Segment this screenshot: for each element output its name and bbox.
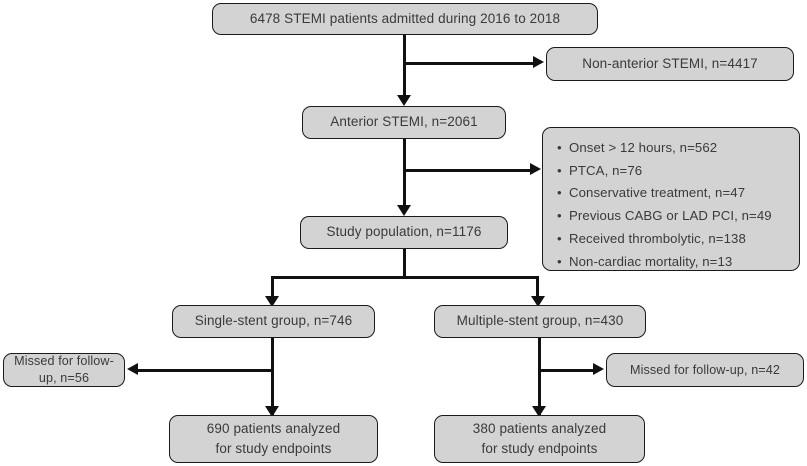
connector-split-left (271, 276, 274, 300)
exclusion-item: PTCA, n=76 (557, 160, 787, 183)
connector-to-non-anterior (403, 62, 535, 65)
node-multiple-stent-group: Multiple-stent group, n=430 (434, 305, 646, 338)
arrowhead-analyzed-left (265, 406, 280, 417)
node-missed-followup-left-label: Missed for follow-up, n=56 (14, 354, 114, 385)
connector-missed-right (540, 369, 595, 372)
node-missed-followup-left: Missed for follow-up, n=56 (3, 353, 125, 387)
node-missed-followup-right: Missed for follow-up, n=42 (606, 353, 804, 387)
arrowhead-single-stent (265, 296, 280, 307)
arrowhead-multiple-stent (530, 296, 545, 307)
node-analyzed-left-line1: 690 patients analyzed (206, 421, 341, 437)
node-anterior-stemi-label: Anterior STEMI, n=2061 (330, 114, 478, 130)
arrowhead-anterior (397, 95, 412, 106)
connector-split-right (536, 276, 539, 300)
arrowhead-study-population (397, 205, 412, 216)
node-study-population: Study population, n=1176 (300, 216, 508, 249)
exclusion-item: Previous CABG or LAD PCI, n=49 (557, 205, 787, 228)
node-anterior-stemi: Anterior STEMI, n=2061 (302, 106, 506, 139)
connector-missed-left (136, 369, 273, 372)
node-study-population-label: Study population, n=1176 (326, 224, 482, 240)
node-multiple-stent-group-label: Multiple-stent group, n=430 (456, 313, 624, 329)
node-exclusion-list: Onset > 12 hours, n=562 PTCA, n=76 Conse… (542, 127, 800, 274)
exclusion-item: Received thrombolytic, n=138 (557, 228, 787, 251)
node-analyzed-right-line1: 380 patients analyzed (472, 421, 607, 437)
arrowhead-non-anterior (533, 56, 544, 69)
node-analyzed-right-line2: for study endpoints (481, 441, 598, 456)
exclusion-item: Conservative treatment, n=47 (557, 182, 787, 205)
node-missed-followup-right-label: Missed for follow-up, n=42 (630, 362, 780, 377)
node-analyzed-left-line2: for study endpoints (215, 441, 332, 456)
arrowhead-analyzed-right (532, 406, 547, 417)
node-cohort-label: 6478 STEMI patients admitted during 2016… (249, 10, 561, 26)
connector-anterior-to-study-population (403, 139, 406, 208)
arrowhead-missed-right (593, 363, 604, 376)
node-analyzed-left: 690 patients analyzed for study endpoint… (169, 415, 378, 463)
connector-study-population-stub (403, 249, 406, 279)
node-single-stent-group-label: Single-stent group, n=746 (194, 313, 353, 329)
exclusion-item: Non-cardiac mortality, n=13 (557, 251, 787, 274)
node-cohort: 6478 STEMI patients admitted during 2016… (212, 3, 598, 35)
node-analyzed-right: 380 patients analyzed for study endpoint… (434, 415, 645, 463)
node-single-stent-group: Single-stent group, n=746 (172, 305, 375, 338)
exclusion-item: Onset > 12 hours, n=562 (557, 137, 787, 160)
connector-cohort-to-anterior (403, 35, 406, 98)
node-excluded-non-anterior-label: Non-anterior STEMI, n=4417 (582, 55, 758, 71)
arrowhead-missed-left (127, 363, 138, 376)
arrowhead-exclusion-list (530, 163, 541, 176)
connector-multiple-stent-down (538, 338, 541, 416)
connector-to-exclusion-list (403, 169, 532, 172)
connector-split-bar (271, 276, 539, 279)
connector-single-stent-down (271, 338, 274, 416)
node-excluded-non-anterior: Non-anterior STEMI, n=4417 (546, 47, 794, 81)
